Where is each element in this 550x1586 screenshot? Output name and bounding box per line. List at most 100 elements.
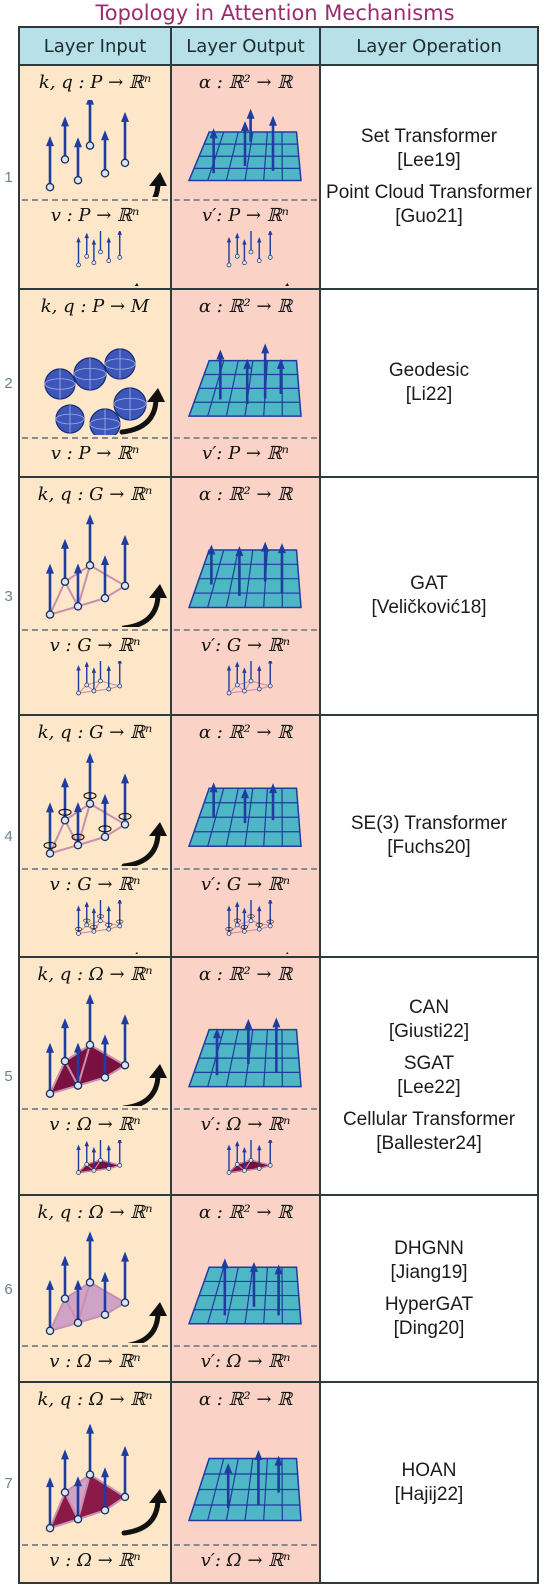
input-illustration — [43, 752, 167, 866]
vector-glyph — [100, 1467, 110, 1515]
rotation-ring-icon — [105, 922, 113, 927]
curved-arrow-icon — [121, 584, 167, 627]
input-illustration — [45, 1423, 167, 1536]
operation-entry: HyperGAT[Ding20] — [321, 1293, 537, 1341]
attention-plane — [187, 541, 302, 609]
vector-glyph — [60, 1449, 70, 1497]
attention-plane — [187, 343, 302, 417]
vector-glyph — [85, 752, 95, 808]
operation-name: CAN — [408, 997, 450, 1018]
divider — [22, 868, 168, 870]
key-query-signature: k, q : Ω → ℝⁿ — [37, 964, 153, 985]
operation-entry: CAN[Giusti22] — [321, 996, 537, 1044]
vector-glyph — [106, 905, 112, 932]
operation-citation: [Fuchs20] — [387, 837, 471, 858]
vector-glyph — [73, 563, 83, 611]
vector-glyph — [60, 777, 70, 825]
vector-glyph — [242, 667, 247, 694]
vector-glyph — [45, 1279, 55, 1336]
divider — [174, 437, 317, 439]
vector-glyph — [267, 900, 273, 929]
vector-glyph — [60, 1255, 70, 1303]
rotation-ring-icon — [96, 914, 105, 919]
output-value-signature: v′: P → ℝⁿ — [202, 443, 289, 464]
value-signature: v : Ω → ℝⁿ — [49, 1114, 141, 1135]
attention-plane-illustration — [187, 1450, 302, 1522]
vector-glyph — [98, 1140, 103, 1163]
divider — [22, 629, 168, 631]
vector-glyph — [98, 900, 103, 924]
operation-entry: DHGNN[Jiang19] — [321, 1237, 537, 1285]
attention-signature: α : ℝ² → ℝ — [198, 72, 293, 93]
layer-operation-cell: HOAN[Hajij22] — [321, 1383, 537, 1582]
operation-list: GAT[Veličković18] — [321, 572, 537, 620]
operation-entry: Cellular Transformer[Ballester24] — [321, 1108, 537, 1156]
output-value-illustration — [226, 1140, 273, 1175]
attention-signature: α : ℝ² → ℝ — [198, 722, 293, 743]
curved-arrow-icon — [285, 283, 289, 286]
vector-glyph — [100, 1271, 110, 1319]
key-query-signature: k, q : G → ℝⁿ — [37, 484, 153, 505]
divider — [174, 1108, 317, 1110]
vector-glyph — [248, 661, 254, 684]
value-signature: v : Ω → ℝⁿ — [49, 1550, 141, 1571]
curved-arrow-icon — [285, 952, 289, 954]
rotation-ring-icon — [240, 924, 249, 929]
operation-entry: HOAN[Hajij22] — [321, 1459, 537, 1507]
vector-glyph — [226, 1144, 232, 1175]
rotation-ring-icon — [71, 833, 85, 841]
operation-name: Point Cloud Transformer — [326, 182, 532, 203]
rotation-ring-icon — [233, 918, 241, 923]
vector-glyph — [267, 661, 273, 689]
operation-list: SE(3) Transformer[Fuchs20] — [321, 812, 537, 860]
vector-glyph — [60, 1018, 70, 1066]
curved-arrow-icon — [134, 283, 139, 286]
row-number: 5 — [4, 1068, 13, 1085]
operation-name: Geodesic — [388, 360, 470, 381]
output-value-signature: v′: Ω → ℝⁿ — [200, 1114, 291, 1135]
vector-glyph — [91, 907, 97, 934]
rotation-ring-icon — [255, 922, 263, 927]
vector-glyph — [248, 900, 254, 924]
vector-glyph — [98, 231, 103, 255]
operation-list: CAN[Giusti22] SGAT[Lee22] Cellular Transfo… — [321, 996, 537, 1156]
attention-plane-illustration — [187, 1258, 302, 1325]
input-value-illustration — [76, 231, 139, 286]
attention-plane — [187, 1450, 302, 1522]
operation-name: HOAN — [401, 1459, 457, 1481]
attention-signature: α : ℝ² → ℝ — [198, 1202, 293, 1223]
vector-glyph — [226, 905, 232, 936]
vector-glyph — [91, 667, 97, 694]
output-value-signature: v′: Ω → ℝⁿ — [200, 1351, 291, 1372]
rotation-ring-icon — [225, 927, 233, 932]
vector-glyph — [256, 665, 262, 692]
output-value-illustration — [225, 900, 289, 954]
rotation-ring-icon — [43, 841, 57, 849]
curved-arrow-icon — [122, 1064, 167, 1106]
vector-glyph — [242, 1146, 247, 1173]
vector-glyph — [73, 1476, 83, 1524]
vector-glyph — [60, 116, 70, 164]
vector-glyph — [76, 905, 81, 936]
operation-citation: [Lee19] — [397, 150, 461, 171]
output-value-signature: v′: G → ℝⁿ — [200, 635, 291, 656]
attention-plane — [187, 1258, 302, 1325]
attention-plane — [187, 108, 302, 182]
vector-glyph — [76, 236, 81, 268]
vector-glyph — [84, 661, 90, 688]
vector-glyph — [106, 236, 112, 263]
figure-title: Topology in Attention Mechanisms — [95, 1, 455, 25]
operation-entry: SGAT[Lee22] — [321, 1052, 537, 1100]
operation-citation: [Lee22] — [397, 1077, 461, 1098]
